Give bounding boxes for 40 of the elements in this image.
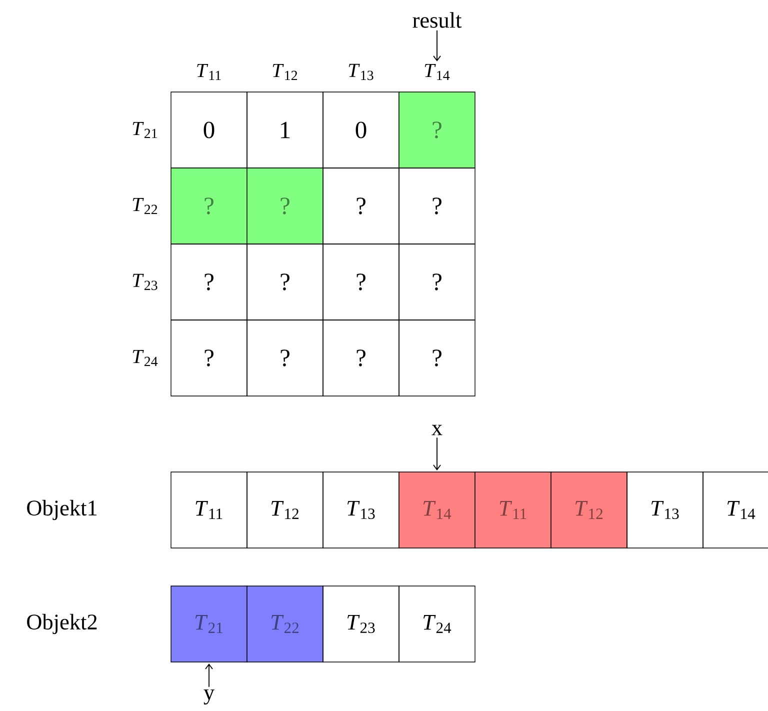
matrix-cell: ?: [170, 320, 248, 396]
array-cell: T$_{22}$: [246, 586, 324, 662]
column-header: T$_{13}$: [348, 64, 374, 80]
array-cell: T$_{23}$: [322, 586, 400, 662]
row-label: Objekt1: [27, 500, 97, 520]
arrow: [433, 437, 441, 470]
matrix-cell: ?: [246, 168, 324, 244]
pointer-label: y: [204, 690, 214, 704]
arrow: [205, 664, 213, 688]
row-label: Objekt2: [27, 614, 97, 634]
matrix-cell: ?: [398, 92, 476, 168]
matrix-cell: ?: [398, 320, 476, 396]
matrix-cell: ?: [246, 320, 324, 396]
array-cell: T$_{14}$: [398, 472, 476, 548]
pointer-label: x: [432, 424, 442, 436]
row-header: T$_{24}$: [132, 350, 158, 366]
array-cell: T$_{13}$: [626, 472, 704, 548]
array-cell: T$_{11}$: [170, 472, 248, 548]
matrix-cell: ?: [170, 244, 248, 320]
arrow: [433, 30, 441, 62]
column-header: T$_{12}$: [272, 64, 298, 80]
matrix-cell: ?: [246, 244, 324, 320]
matrix-cell: ?: [170, 168, 248, 244]
array-cell: T$_{24}$: [398, 586, 476, 662]
matrix-cell: ?: [322, 168, 400, 244]
array-cell: T$_{11}$: [474, 472, 552, 548]
matrix-cell: ?: [322, 320, 400, 396]
array-cell: T$_{21}$: [170, 586, 248, 662]
matrix-cell: ?: [398, 168, 476, 244]
column-header: T$_{11}$: [197, 64, 221, 80]
matrix-cell: ?: [322, 244, 400, 320]
row-header: T$_{21}$: [132, 122, 157, 138]
row-header: T$_{22}$: [132, 198, 158, 214]
matrix-cell: ?: [398, 244, 476, 320]
column-header: T$_{14}$: [424, 64, 450, 80]
row-header: T$_{23}$: [132, 274, 158, 290]
array-cell: T$_{12}$: [550, 472, 628, 548]
pointer-label: result: [412, 12, 462, 28]
array-cell: T$_{14}$: [702, 472, 768, 548]
array-cell: T$_{12}$: [246, 472, 324, 548]
